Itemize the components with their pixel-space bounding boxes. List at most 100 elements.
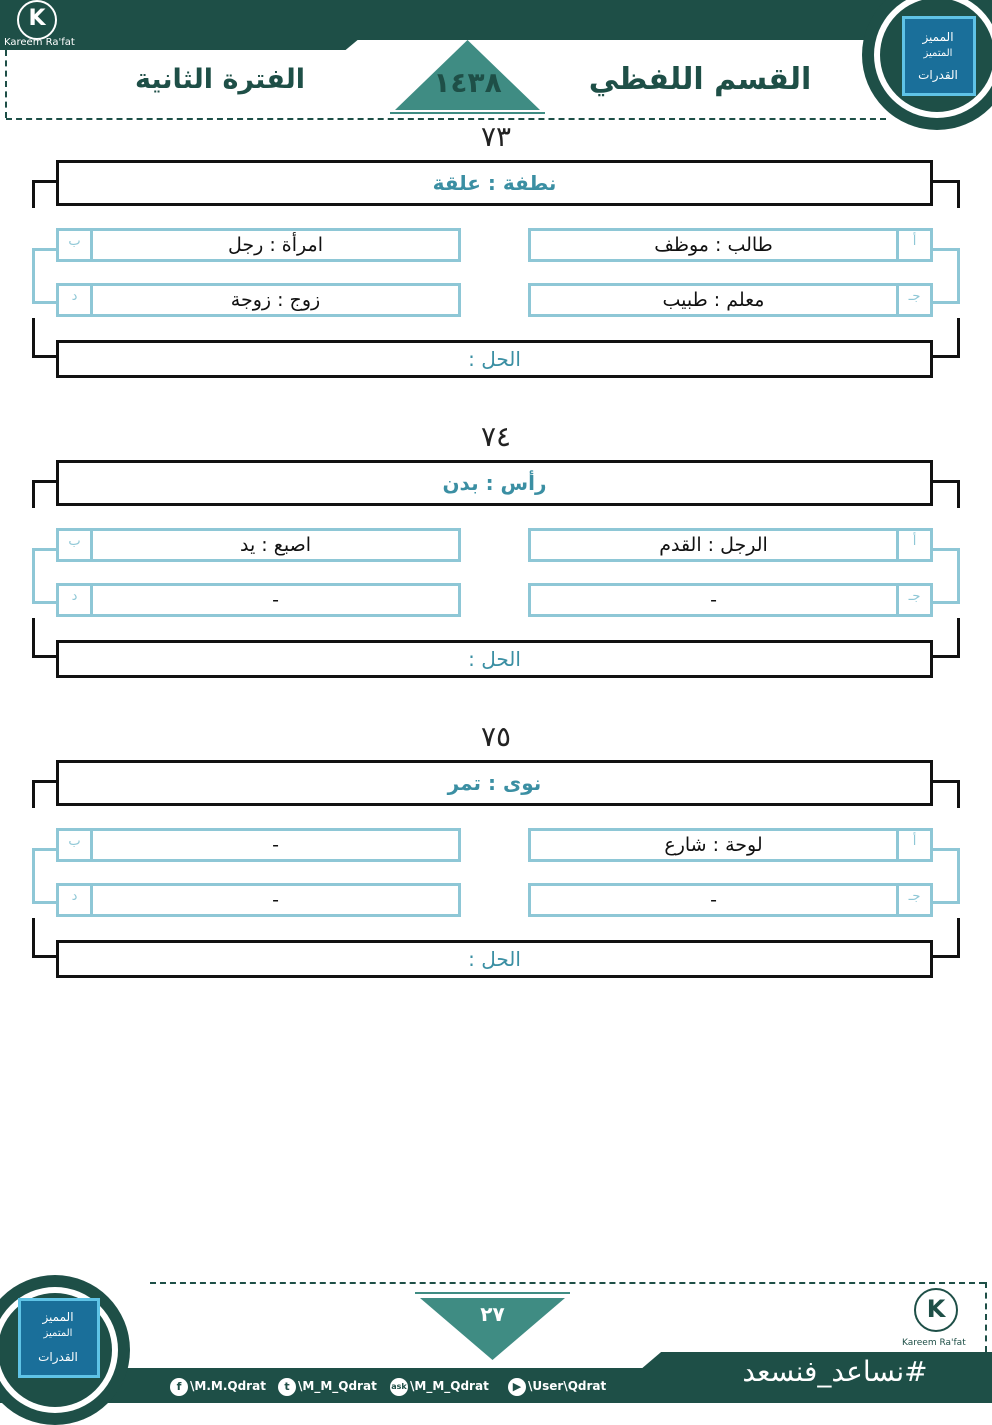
option-box[interactable]: جـ معلم : طبيب (528, 283, 933, 317)
option-letter: ب (59, 831, 93, 859)
book-logo-label: القدرات (918, 68, 958, 82)
facebook-icon: f (170, 1377, 188, 1396)
book-logo-label: المتميز (923, 48, 953, 59)
outer-bracket-right (932, 480, 960, 508)
outer-bracket-right (932, 780, 960, 808)
option-text: زوج : زوجة (230, 289, 321, 311)
solution-field[interactable]: الحل : (56, 340, 933, 378)
option-text: - (272, 834, 279, 856)
option-letter: جـ (896, 886, 930, 914)
question-number: ٧٤ (480, 420, 512, 453)
option-letter: د (59, 586, 93, 614)
option-letter: د (59, 286, 93, 314)
social-link[interactable]: t\M_M_Qdrat (278, 1376, 377, 1396)
option-text: - (710, 889, 717, 911)
option-box[interactable]: ب اصبع : يد (56, 528, 461, 562)
option-letter: ب (59, 231, 93, 259)
period-title: الفترة الثانية (134, 64, 306, 95)
option-text: - (272, 589, 279, 611)
footer-hashtag: #نساعد_فنسعد (742, 1355, 928, 1388)
page-number: ٢٧ (480, 1302, 505, 1326)
option-bracket-left (32, 848, 58, 904)
option-box[interactable]: ب- (56, 828, 461, 862)
social-link[interactable]: ask\M_M_Qdrat (390, 1376, 489, 1396)
book-logo-label: المميز (922, 30, 954, 44)
page-number-overline (415, 1292, 570, 1294)
book-logo-label: المتميز (43, 1328, 73, 1339)
option-box[interactable]: ب امرأة : رجل (56, 228, 461, 262)
option-letter: جـ (896, 286, 930, 314)
option-letter: أ (896, 831, 930, 859)
option-box[interactable]: جـ - (528, 583, 933, 617)
footer-dashed-edge (985, 1282, 987, 1352)
brand-name: Kareem Ra'fat (902, 1338, 966, 1348)
outer-bracket-right-bottom (932, 318, 960, 358)
social-handle: \M_M_Qdrat (410, 1379, 489, 1393)
solution-field[interactable]: الحل : (56, 640, 933, 678)
book-logo-icon (18, 1298, 100, 1378)
option-bracket-left (32, 248, 58, 304)
header-dashed-line (6, 118, 886, 120)
option-text: طالب : موظف (654, 234, 773, 256)
outer-bracket-left-bottom (32, 318, 58, 358)
footer-band (0, 1368, 992, 1403)
ask-icon: ask (390, 1377, 408, 1396)
outer-bracket-right-bottom (932, 918, 960, 958)
option-bracket-right (932, 248, 960, 304)
option-letter: أ (896, 531, 930, 559)
outer-bracket-left-bottom (32, 918, 58, 958)
option-bracket-right (932, 548, 960, 604)
social-handle: \User\Qdrat (528, 1379, 607, 1393)
option-box[interactable]: د- (56, 583, 461, 617)
social-handle: \M.M.Qdrat (190, 1379, 266, 1393)
option-box[interactable]: جـ - (528, 883, 933, 917)
social-link[interactable]: f\M.M.Qdrat (170, 1376, 266, 1396)
twitter-icon: t (278, 1377, 296, 1396)
option-text: الرجل : القدم (659, 534, 768, 556)
k-logo-icon: K (914, 1288, 958, 1332)
option-bracket-left (32, 548, 58, 604)
social-handle: \M_M_Qdrat (298, 1379, 377, 1393)
option-bracket-right (932, 848, 960, 904)
option-box[interactable]: د- (56, 883, 461, 917)
option-text: لوحة : شارع (664, 834, 763, 856)
option-text: معلم : طبيب (662, 289, 765, 311)
footer-dashed-line (150, 1282, 985, 1284)
question-number: ٧٣ (480, 120, 512, 153)
year-label: ١٤٣٨ (433, 66, 502, 99)
option-letter: جـ (896, 586, 930, 614)
option-text: امرأة : رجل (228, 234, 323, 256)
option-letter: د (59, 886, 93, 914)
option-text: - (710, 589, 717, 611)
section-title: القسم اللفظي (588, 62, 812, 97)
option-text: - (272, 889, 279, 911)
outer-bracket-left (32, 780, 58, 808)
outer-bracket-right (932, 180, 960, 208)
question-number: ٧٥ (480, 720, 512, 753)
option-text: اصبع : يد (240, 534, 311, 556)
youtube-icon: ▶ (508, 1377, 526, 1396)
solution-field[interactable]: الحل : (56, 940, 933, 978)
question-stem: رأس : بدن (56, 460, 933, 506)
option-box[interactable]: أ لوحة : شارع (528, 828, 933, 862)
book-logo-icon (902, 16, 976, 96)
option-box[interactable]: أ الرجل : القدم (528, 528, 933, 562)
option-box[interactable]: أ طالب : موظف (528, 228, 933, 262)
option-letter: ب (59, 531, 93, 559)
question-stem: نطفة : علقة (56, 160, 933, 206)
social-link[interactable]: ▶\User\Qdrat (508, 1376, 606, 1396)
outer-bracket-left (32, 180, 58, 208)
outer-bracket-left-bottom (32, 618, 58, 658)
year-underline (390, 112, 545, 114)
k-logo-icon: K (17, 0, 57, 40)
outer-bracket-right-bottom (932, 618, 960, 658)
option-letter: أ (896, 231, 930, 259)
header-dashed-edge (5, 50, 7, 118)
book-logo-label: القدرات (38, 1350, 78, 1364)
footer-band-tab (640, 1352, 992, 1370)
outer-bracket-left (32, 480, 58, 508)
question-stem: نوى : تمر (56, 760, 933, 806)
option-box[interactable]: د زوج : زوجة (56, 283, 461, 317)
header-band (0, 0, 992, 40)
book-logo-label: المميز (42, 1310, 74, 1324)
